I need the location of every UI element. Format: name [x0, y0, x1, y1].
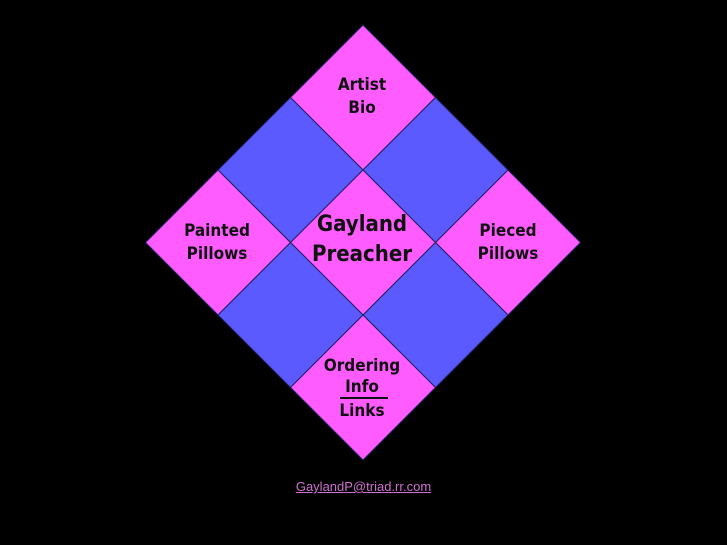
email-link[interactable]: GaylandP@triad.rr.com	[295, 479, 432, 494]
footer: GaylandP@triad.rr.com	[0, 479, 727, 494]
ordering-links-tile[interactable]	[289, 314, 437, 461]
links-link[interactable]: Links	[339, 401, 384, 421]
